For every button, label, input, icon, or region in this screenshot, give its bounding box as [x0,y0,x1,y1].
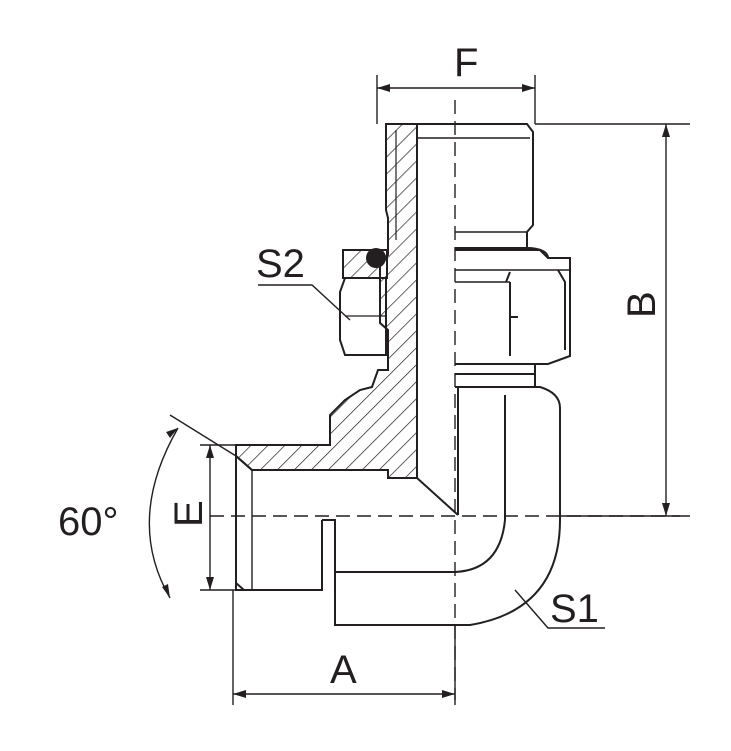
hatched-section [235,123,418,479]
label-f: F [454,41,478,85]
washer-s2 [339,248,388,356]
dimension-a [232,590,456,705]
label-angle: 60° [58,500,119,544]
dimension-f [376,75,536,124]
label-a: A [330,648,357,692]
label-s1: S1 [550,587,599,631]
dimension-e [200,444,236,591]
label-b: B [620,291,664,318]
angle-dimension [148,414,237,599]
leader-s2 [258,284,351,321]
o-ring [366,248,386,268]
label-s2: S2 [256,242,305,286]
outside-view [235,123,571,626]
center-lines [210,100,680,700]
label-e: E [167,500,211,527]
dimension-b [535,123,690,517]
leader-s1 [514,589,605,629]
